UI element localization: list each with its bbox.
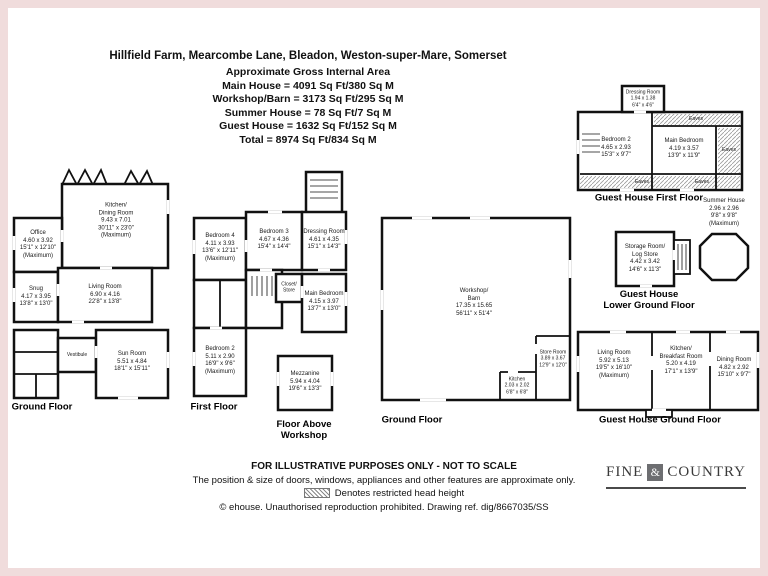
- room-outline-guest-ground: [576, 330, 760, 412]
- door-window-openings: [380, 216, 572, 402]
- area-main-house: Main House = 4091 Sq Ft/380 Sq M: [222, 79, 394, 92]
- room-outline-summer-house: [698, 232, 750, 282]
- room-label-vestibule: Vestibule: [66, 351, 88, 358]
- property-address: Hillfield Farm, Mearcombe Lane, Bleadon,…: [109, 50, 507, 62]
- room-label-kitchen-dining: Kitchen/ Dining Room 9.43 x 7.01 30'11" …: [98, 202, 134, 239]
- interior-walls: [499, 335, 570, 400]
- room-label-bedroom-2: Bedroom 2 5.11 x 2.90 16'9" x 9'6" (Maxi…: [205, 346, 235, 375]
- room-label-dressing-room-first: Dressing Room 4.61 x 4.35 15'1" x 14'3": [303, 228, 345, 250]
- copyright-text: © ehouse. Unauthorised reproduction proh…: [219, 502, 549, 513]
- illustrative-notice: FOR ILLUSTRATIVE PURPOSES ONLY - NOT TO …: [251, 461, 517, 472]
- room-label-guest-dressing: Dressing Room 1.94 x 1.38 6'4" x 4'6": [625, 89, 661, 109]
- logo-word-country: COUNTRY: [667, 464, 746, 480]
- room-label-kitchen-breakfast: Kitchen/ Breakfast Room 5.20 x 4.19 17'1…: [659, 346, 703, 375]
- room-label-snug: Snug 4.17 x 3.95 13'8" x 13'0": [19, 285, 53, 307]
- room-outline-office: [12, 216, 64, 274]
- room-label-mezzanine: Mezzanine 5.94 x 4.04 19'6" x 13'3": [288, 370, 322, 392]
- footer-block: FOR ILLUSTRATIVE PURPOSES ONLY - NOT TO …: [0, 461, 768, 513]
- room-label-guest-dining-room: Dining Room 4.82 x 2.92 15'10" x 9'7": [716, 356, 752, 378]
- room-outline-closet-store: [274, 272, 304, 304]
- plan-guest-lower: [614, 230, 750, 288]
- floor-title-main-ground: Ground Floor: [11, 401, 73, 413]
- interior-walls: [580, 112, 742, 190]
- eaves-label-bottom-left: Eaves: [635, 178, 649, 185]
- eaves-label-top: Eaves: [689, 115, 703, 122]
- eaves-label-right: Eaves: [722, 146, 736, 153]
- room-label-workshop-kitchen: Kitchen 2.03 x 2.02 6'8" x 6'8": [504, 376, 530, 396]
- room-label-living-room: Living Room 6.90 x 4.16 22'8" x 13'8": [88, 283, 122, 305]
- room-label-bedroom-4: Bedroom 4 4.11 x 3.93 13'6" x 12'11" (Ma…: [202, 233, 238, 262]
- room-outline-guest-dressing: [620, 84, 666, 114]
- room-outline-kitchen-dining: [60, 182, 170, 270]
- disclaimer-text: The position & size of doors, windows, a…: [192, 475, 576, 486]
- door-window-openings: [12, 200, 170, 400]
- floor-title-guest-lower: Guest House Lower Ground Floor: [603, 289, 695, 311]
- area-guest-house: Guest House = 1632 Sq Ft/152 Sq M: [219, 120, 397, 132]
- plan-guest-ground: [576, 330, 760, 418]
- area-total: Total = 8974 Sq Ft/834 Sq M: [239, 133, 377, 146]
- room-label-storage-log-store: Storage Room/ Log Store 4.42 x 3.42 14'6…: [624, 244, 666, 273]
- room-label-store-room: Store Room 3.89 x 3.67 12'9" x 12'0": [539, 349, 567, 369]
- door-window-openings: [276, 372, 334, 386]
- plan-mezzanine: [276, 354, 334, 412]
- area-subtitle: Approximate Gross Internal Area: [225, 66, 391, 78]
- room-label-bedroom-3: Bedroom 3 4.67 x 4.36 15'4" x 14'4": [257, 228, 291, 250]
- room-outline-stairwell: [304, 170, 344, 216]
- floor-title-mezzanine: Floor Above Workshop: [276, 419, 332, 441]
- door-window-openings: [576, 110, 694, 192]
- area-summer-house: Summer House = 78 Sq Ft/7 Sq M: [224, 106, 392, 119]
- eaves-label-bottom-right: Eaves: [695, 178, 709, 185]
- room-outline-main-bedroom: [300, 272, 348, 334]
- stairs-icon: [677, 244, 687, 270]
- restricted-height-hatch-swatch: [303, 488, 330, 499]
- floor-title-guest-ground: Guest House Ground Floor: [599, 414, 721, 426]
- stairs-icon: [251, 179, 338, 296]
- floor-title-first-floor: First Floor: [190, 401, 238, 413]
- logo-row: FINE & COUNTRY: [606, 464, 746, 481]
- stairs-icon: [582, 133, 600, 153]
- door-window-openings: [192, 210, 348, 366]
- legend-text: Denotes restricted head height: [334, 488, 465, 499]
- logo-word-fine: FINE: [606, 464, 644, 480]
- door-window-openings: [640, 250, 676, 288]
- floor-title-guest-first: Guest House First Floor: [594, 192, 704, 204]
- room-label-main-bedroom: Main Bedroom 4.15 x 3.97 13'7" x 13'0": [304, 290, 344, 312]
- interior-walls: [14, 351, 58, 398]
- interior-walls: [651, 332, 711, 410]
- plan-main-first: [192, 170, 348, 398]
- fine-and-country-logo: FINE & COUNTRY: [606, 464, 746, 489]
- restricted-height-hatch: [580, 114, 740, 188]
- room-label-summer-house: Summer House 2.96 x 2.96 9'8" x 9'8" (Ma…: [703, 198, 745, 227]
- door-window-openings: [576, 330, 760, 412]
- logo-ampersand-box: &: [647, 464, 664, 481]
- room-label-guest-living-room: Living Room 5.92 x 5.13 19'5" x 16'10" (…: [595, 350, 633, 379]
- plan-main-ground: [12, 167, 170, 400]
- room-label-office: Office 4.60 x 3.92 15'1" x 12'10" (Maxim…: [19, 230, 57, 259]
- room-outline-snug: [12, 270, 60, 324]
- room-label-guest-main-bedroom: Main Bedroom 4.19 x 3.57 13'9" x 11'9": [664, 137, 704, 159]
- floor-title-workshop-ground: Ground Floor: [381, 414, 443, 426]
- room-label-closet-store: Closet/ Store: [281, 281, 297, 294]
- plan-workshop-ground: [380, 216, 572, 402]
- area-workshop-barn: Workshop/Barn = 3173 Sq Ft/295 Sq M: [212, 93, 404, 105]
- plan-guest-first: [576, 84, 744, 192]
- room-label-sun-room: Sun Room 5.51 x 4.84 18'1" x 15'11": [114, 350, 150, 372]
- header-block: Hillfield Farm, Mearcombe Lane, Bleadon,…: [0, 50, 616, 147]
- room-label-workshop-barn: Workshop/ Barn 17.35 x 15.65 56'11" x 51…: [455, 288, 493, 317]
- room-label-guest-bedroom-2: Bedroom 2 4.65 x 2.93 15'3" x 9'7": [601, 136, 631, 158]
- legend-row: Denotes restricted head height: [0, 488, 768, 499]
